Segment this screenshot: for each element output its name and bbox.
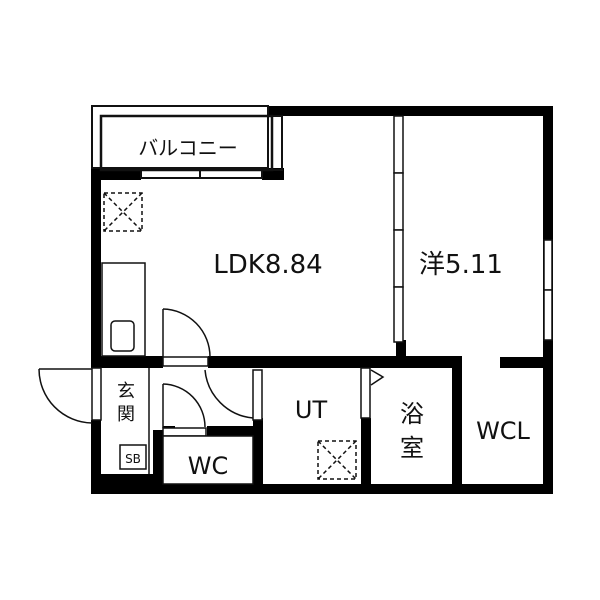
wc-room: [162, 435, 254, 485]
wcl-label: WCL: [476, 417, 530, 445]
hall-door: [204, 369, 263, 421]
bath-door: [360, 367, 385, 419]
genkan-lines: [119, 368, 150, 474]
entrance-label-1: 玄: [117, 381, 135, 402]
entrance-door: [38, 367, 102, 424]
sliding-partition: [393, 115, 404, 343]
ut-ventilation-icon: [317, 440, 357, 480]
western-window: [543, 239, 553, 341]
western-room-label: 洋5.11: [419, 250, 503, 280]
ldk-label: LDK8.84: [213, 250, 322, 280]
balcony-label: バルコニー: [138, 136, 238, 160]
kitchen-counter: [101, 262, 146, 357]
entrance-label-2: 関: [117, 404, 135, 425]
ldk-door: [162, 308, 211, 367]
balcony: [91, 105, 283, 179]
ut-label: UT: [295, 396, 328, 424]
bath-label-1: 浴: [400, 400, 424, 428]
wc-door: [162, 383, 207, 437]
wc-label: WC: [188, 452, 229, 480]
shoebox-label: SB: [125, 452, 141, 466]
ventilation-icon: [103, 192, 143, 232]
bath-label-2: 室: [400, 434, 424, 462]
